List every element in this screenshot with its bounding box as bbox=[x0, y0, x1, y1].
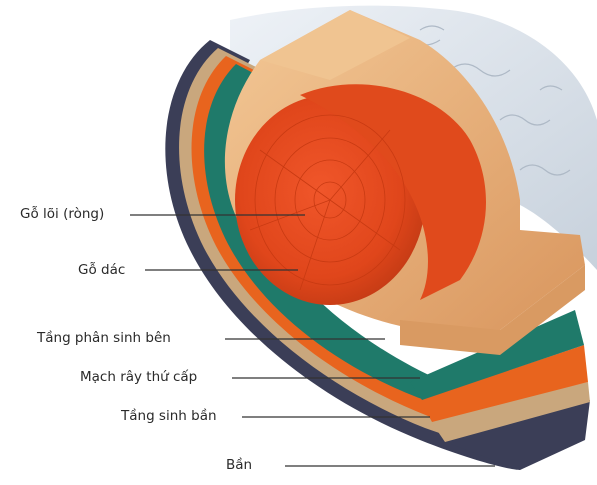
label-cork-cambium: Tầng sinh bần bbox=[121, 408, 217, 424]
label-phloem: Mạch rây thứ cấp bbox=[80, 369, 197, 385]
label-heartwood: Gỗ lõi (ròng) bbox=[20, 206, 104, 222]
label-sapwood: Gỗ dác bbox=[78, 262, 125, 278]
label-cork: Bần bbox=[226, 457, 252, 473]
label-cambium: Tầng phân sinh bên bbox=[37, 330, 171, 346]
